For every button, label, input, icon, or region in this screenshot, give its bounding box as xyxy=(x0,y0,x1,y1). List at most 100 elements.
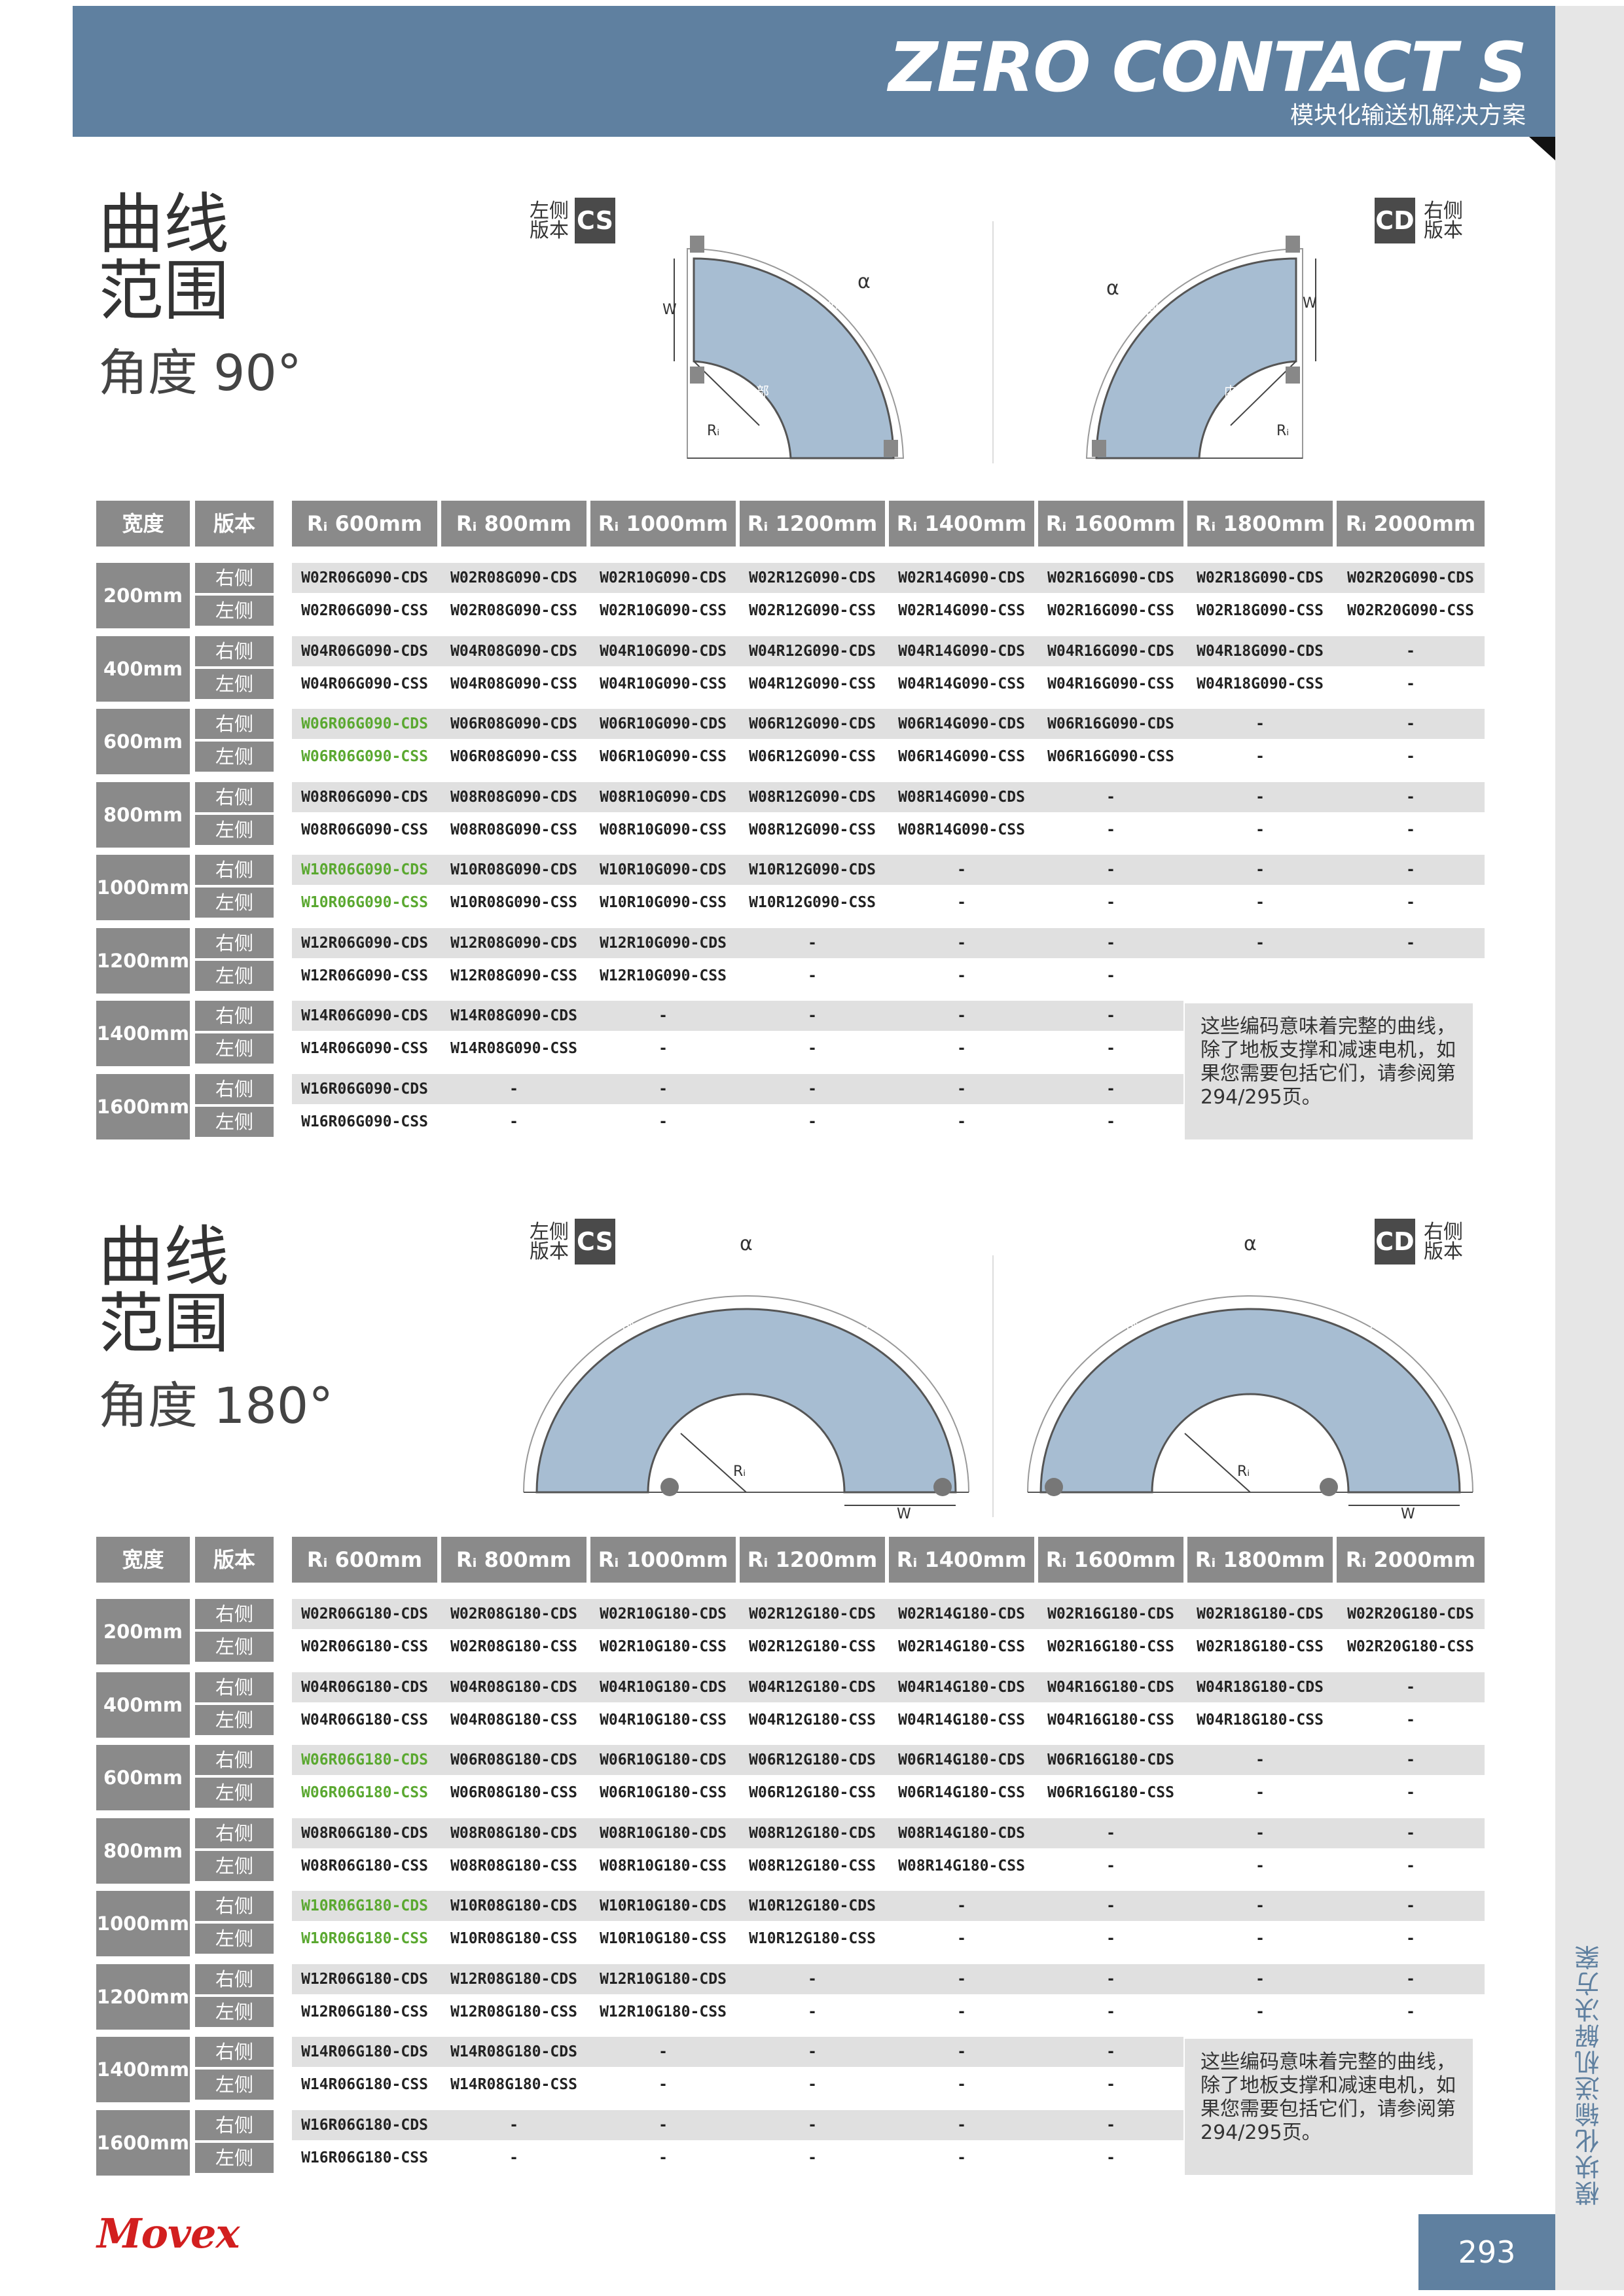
outer-label: 外部 xyxy=(1113,1316,1139,1332)
code-cell: W06R06G180-CSS xyxy=(301,1784,428,1801)
width-label: 1400mm xyxy=(96,1001,190,1066)
code-cell: W04R08G180-CDS xyxy=(450,1678,577,1696)
code-cell: - xyxy=(1255,1897,1265,1914)
column-header: Rᵢ 600mm xyxy=(292,501,437,547)
code-cell: - xyxy=(1406,1784,1415,1801)
code-cell: - xyxy=(808,1007,817,1024)
width-label: 1000mm xyxy=(96,855,190,920)
code-cell: W08R08G180-CSS xyxy=(450,1857,577,1874)
curve-90-left-diagram: W α 外部 内部 Rᵢ xyxy=(662,236,905,459)
side-label: 右侧 xyxy=(195,1964,274,1994)
width-label: 1600mm xyxy=(96,2109,190,2176)
code-cell: W06R06G090-CSS xyxy=(301,748,428,765)
inner-label: 内部 xyxy=(743,384,769,399)
width-label: 200mm xyxy=(96,1599,190,1664)
code-cell: - xyxy=(1255,788,1265,806)
code-cell: W02R16G180-CDS xyxy=(1047,1605,1174,1623)
code-cell: W02R06G180-CDS xyxy=(301,1605,428,1623)
code-cell: W02R12G180-CSS xyxy=(749,1638,876,1655)
code-cell: W02R14G180-CSS xyxy=(898,1638,1025,1655)
code-cell: W02R18G180-CDS xyxy=(1197,1605,1324,1623)
code-cell: W02R20G180-CDS xyxy=(1347,1605,1474,1623)
code-cell: - xyxy=(808,2149,817,2166)
code-cell: W04R12G180-CDS xyxy=(749,1678,876,1696)
column-header: Rᵢ 1000mm xyxy=(590,501,736,547)
code-cell: W06R16G090-CDS xyxy=(1047,715,1174,732)
code-cell: - xyxy=(1406,748,1415,765)
code-cell: W08R14G090-CDS xyxy=(898,788,1025,806)
code-cell: - xyxy=(808,1040,817,1057)
code-cell: - xyxy=(1406,675,1415,692)
code-cell: W10R06G180-CSS xyxy=(301,1930,428,1947)
width-label: 1600mm xyxy=(96,1073,190,1139)
radius-label: Rᵢ xyxy=(1237,1463,1250,1480)
column-header: Rᵢ 2000mm xyxy=(1337,1537,1485,1583)
code-cell: W02R06G090-CSS xyxy=(301,602,428,619)
code-cell: - xyxy=(1106,2149,1115,2166)
code-cell: W10R08G090-CSS xyxy=(450,894,577,911)
code-cell: W02R20G090-CSS xyxy=(1347,602,1474,619)
side-label: 左侧 xyxy=(195,814,274,845)
side-label: 左侧 xyxy=(195,668,274,699)
column-header: 版本 xyxy=(195,501,274,547)
brand-subtitle: 模块化输送机解决方案 xyxy=(1290,102,1526,129)
code-cell xyxy=(1187,961,1333,991)
code-cell: W14R06G180-CDS xyxy=(301,2043,428,2060)
width-label: W xyxy=(897,1506,911,1522)
row-shading xyxy=(292,1745,1485,1775)
code-cell: W04R16G090-CDS xyxy=(1047,642,1174,660)
side-label: 左侧 xyxy=(195,1106,274,1137)
code-cell: W04R06G180-CSS xyxy=(301,1711,428,1729)
alpha-label: α xyxy=(857,270,871,293)
code-cell: - xyxy=(957,967,966,984)
code-cell: W04R08G090-CSS xyxy=(450,675,577,692)
row-shading xyxy=(292,927,1485,958)
code-cell: - xyxy=(808,967,817,984)
radius-label: Rᵢ xyxy=(1276,423,1289,439)
code-cell: - xyxy=(1106,1113,1115,1130)
code-cell: W08R12G180-CDS xyxy=(749,1824,876,1842)
outer-label: 外部 xyxy=(828,295,854,311)
code-cell: W10R12G180-CDS xyxy=(749,1897,876,1914)
code-cell: W06R06G090-CDS xyxy=(301,715,428,732)
code-cell: W10R08G090-CDS xyxy=(450,861,577,878)
side-label: 左侧 xyxy=(195,888,274,918)
code-cell: - xyxy=(1406,934,1415,952)
section2-left-version-label: 左侧 版本 xyxy=(530,1221,569,1263)
side-label: 右侧 xyxy=(195,1818,274,1848)
code-cell: W08R10G180-CSS xyxy=(600,1857,727,1874)
code-cell: - xyxy=(1106,861,1115,878)
code-cell: - xyxy=(957,934,966,952)
code-cell: W10R08G180-CDS xyxy=(450,1897,577,1914)
code-cell: - xyxy=(659,1113,668,1130)
code-cell: - xyxy=(1255,1970,1265,1988)
code-cell: - xyxy=(808,934,817,952)
code-cell: W04R12G090-CDS xyxy=(749,642,876,660)
code-cell: - xyxy=(957,1040,966,1057)
code-cell: - xyxy=(957,1970,966,1988)
code-cell: W04R12G180-CSS xyxy=(749,1711,876,1729)
width-label: 1200mm xyxy=(96,927,190,994)
code-cell: W04R06G090-CDS xyxy=(301,642,428,660)
column-header: 宽度 xyxy=(96,1537,190,1583)
code-cell: W06R12G180-CSS xyxy=(749,1784,876,1801)
code-cell: W06R08G090-CSS xyxy=(450,748,577,765)
code-cell: W04R18G090-CDS xyxy=(1197,642,1324,660)
code-cell: - xyxy=(808,2116,817,2134)
code-cell: W02R10G180-CSS xyxy=(600,1638,727,1655)
code-cell: - xyxy=(1106,1857,1115,1874)
code-cell: W08R14G180-CDS xyxy=(898,1824,1025,1842)
header-bar: ZERO CONTACT S 模块化输送机解决方案 xyxy=(73,6,1555,137)
code-cell: - xyxy=(957,894,966,911)
row-shading xyxy=(292,855,1485,885)
section2-note: 这些编码意味着完整的曲线，除了地板支撑和减速电机，如果您需要包括它们，请参阅第2… xyxy=(1185,2039,1473,2175)
code-cell: W02R06G090-CDS xyxy=(301,569,428,586)
code-cell: - xyxy=(957,1897,966,1914)
inner-label: 内部 xyxy=(730,1405,756,1420)
section1-cd-badge: CD xyxy=(1375,198,1415,243)
side-strip xyxy=(1555,6,1624,2290)
code-cell: W02R08G090-CSS xyxy=(450,602,577,619)
code-cell: - xyxy=(1106,2076,1115,2093)
code-cell: W04R08G090-CDS xyxy=(450,642,577,660)
side-label: 左侧 xyxy=(195,1778,274,1808)
